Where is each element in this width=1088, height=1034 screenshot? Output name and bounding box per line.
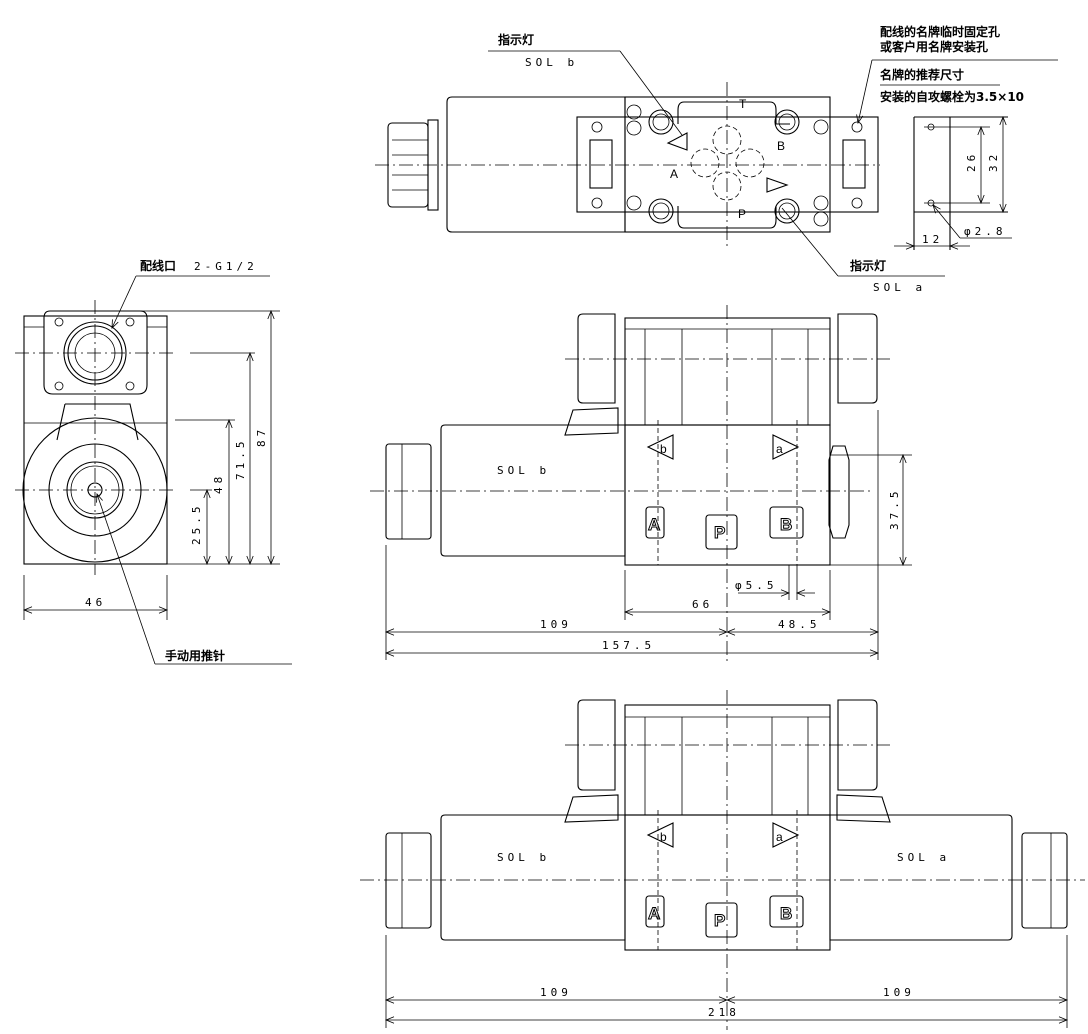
connector-plate — [43, 310, 148, 395]
indicator-triangle-a — [766, 177, 789, 193]
marker-b-icon — [646, 822, 674, 848]
sol-b-label: SOL b — [497, 851, 550, 864]
dim-total: 218 — [708, 1006, 740, 1019]
port-label-b: B — [777, 139, 785, 153]
dim-right: 48.5 — [778, 618, 821, 631]
port-label-p: P — [738, 207, 746, 221]
front-view-single: b a A P B SOL b 37.5 φ5.5 66 109 48.5 15… — [370, 305, 912, 665]
dim-coil-top: 48 — [212, 473, 225, 494]
marker-a-text: a — [776, 830, 783, 844]
marker-b-text: b — [660, 830, 667, 844]
port-b: B — [780, 515, 792, 534]
solenoid-b — [440, 814, 626, 941]
port-holes — [648, 109, 800, 224]
dim-coil-center: 25.5 — [190, 503, 203, 546]
dim-right: 109 — [883, 986, 915, 999]
indicator-triangle-b — [666, 132, 688, 151]
marker-b-text: b — [660, 442, 667, 456]
manual-pin-label: 手动用推针 — [165, 648, 225, 663]
nameplate-dimension-sketch: 26 32 12 φ2.8 — [894, 117, 1012, 250]
dim-left: 109 — [540, 986, 572, 999]
solenoid-a — [829, 814, 1013, 941]
indicator-a-sol: SOL a — [873, 281, 926, 294]
wiring-port-spec: 2-G1/2 — [194, 260, 258, 273]
dim-connector-center: 71.5 — [234, 438, 247, 481]
sol-b-label: SOL b — [497, 464, 550, 477]
nameplate-left — [589, 139, 613, 189]
top-view: T B A P 指示灯 SOL b 指示灯 SOL a 配线的名牌临时固定孔 或… — [375, 24, 1058, 294]
marker-a-icon — [772, 434, 800, 460]
port-p: P — [714, 911, 725, 930]
dim-port-dia: φ5.5 — [735, 579, 778, 592]
indicator-b-sol: SOL b — [525, 56, 578, 69]
connector-knob — [387, 119, 439, 211]
knob-b — [385, 832, 432, 929]
solenoid-body — [446, 96, 626, 233]
indicator-a-label: 指示灯 — [850, 258, 886, 273]
flow-symbol — [690, 125, 765, 201]
port-a: A — [648, 904, 660, 923]
marker-a-text: a — [776, 442, 783, 456]
marker-b-icon — [646, 434, 674, 460]
side-view: 配线口 2-G1/2 87 71.5 48 25.5 46 手动 — [15, 258, 292, 665]
dim-left: 109 — [540, 618, 572, 631]
indicator-b-label: 指示灯 — [498, 32, 534, 47]
solenoid-b — [440, 424, 626, 557]
dim-total: 157.5 — [602, 639, 655, 652]
mounting-plate — [576, 116, 879, 213]
knob-a — [1021, 832, 1068, 929]
sol-a-label: SOL a — [897, 851, 950, 864]
knob-b — [385, 443, 432, 540]
port-label-t: T — [739, 97, 747, 111]
screw-icons — [591, 104, 863, 227]
front-view-double: b a A P B SOL b SOL a 109 109 218 — [360, 690, 1085, 1030]
port-a: A — [648, 515, 660, 534]
dim-height: 32 — [987, 151, 1000, 172]
dim-total-height: 87 — [255, 426, 268, 447]
recommended-size-title: 名牌的推荐尺寸 — [880, 67, 964, 82]
nameplate-note-line1: 配线的名牌临时固定孔 — [880, 24, 1000, 39]
dim-pitch: 26 — [965, 151, 978, 172]
nameplate-note-line2: 或客户用名牌安装孔 — [880, 39, 988, 54]
wiring-port-label: 配线口 — [140, 258, 176, 273]
port-label-a: A — [670, 167, 678, 181]
nameplate-right — [842, 139, 866, 189]
valve-body — [624, 96, 831, 233]
dim-height: 37.5 — [888, 488, 901, 531]
dim-width: 46 — [85, 596, 106, 609]
dim-hole: φ2.8 — [964, 225, 1007, 238]
screw-spec: 安装的自攻螺栓为3.5×10 — [880, 89, 1024, 104]
port-p: P — [714, 523, 725, 542]
dim-offset: 12 — [922, 233, 943, 246]
port-b: B — [780, 904, 792, 923]
dim-body: 66 — [692, 598, 713, 611]
marker-a-icon — [772, 822, 800, 848]
